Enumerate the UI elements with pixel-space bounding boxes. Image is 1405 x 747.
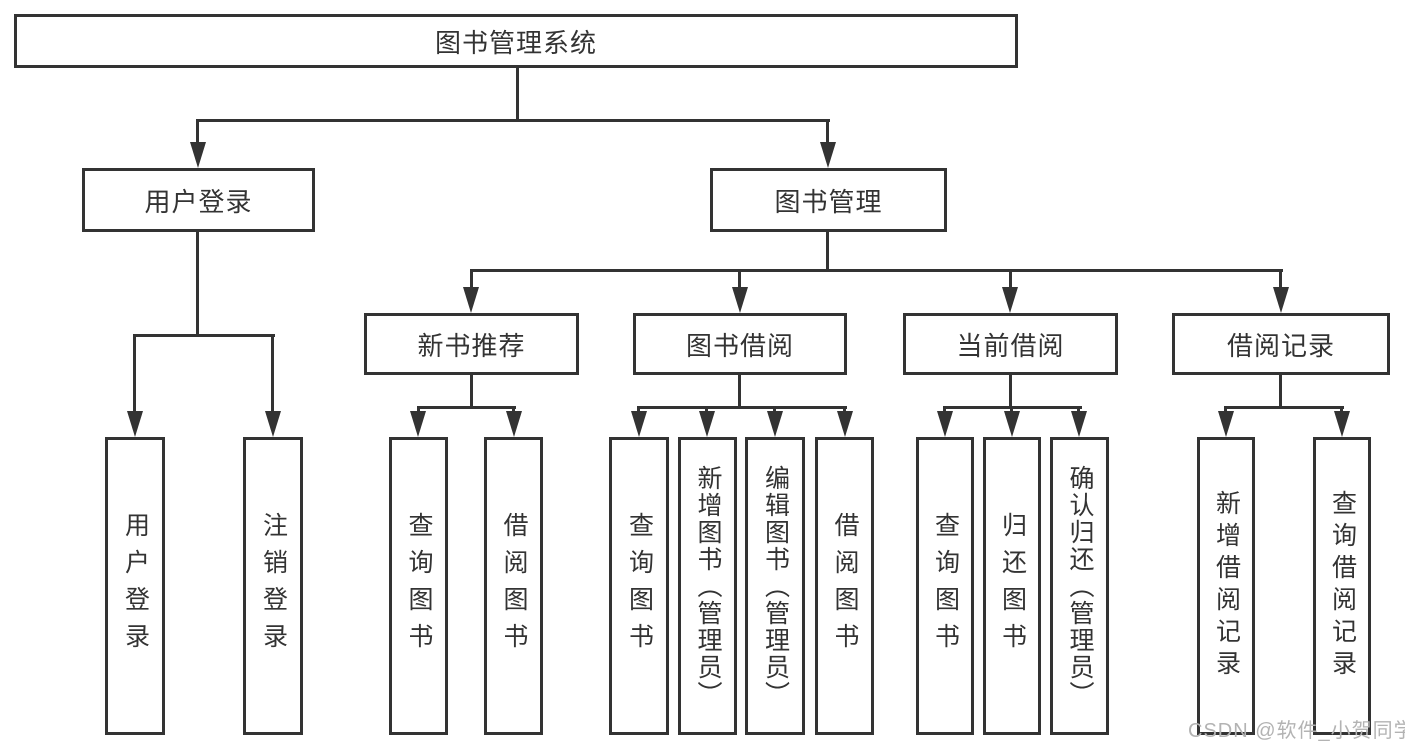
node-book-management-label: 图书管理 [774,186,883,217]
leaf-logout-label: 注销登录 [259,512,288,660]
arrowhead-icon [699,411,715,437]
arrowhead-icon [767,411,783,437]
node-root-label: 图书管理系统 [434,27,597,58]
leaf-confirm-return-admin: 确认归还（管理员） [1050,437,1109,735]
node-book-borrow: 图书借阅 [633,313,847,375]
leaf-add-borrow-record-label: 新增借阅记录 [1212,490,1241,682]
node-root: 图书管理系统 [14,14,1018,68]
node-book-borrow-label: 图书借阅 [685,330,794,361]
arrowhead-icon [1334,411,1350,437]
leaf-add-borrow-record: 新增借阅记录 [1197,437,1255,735]
node-new-book-recommend-label: 新书推荐 [417,330,526,361]
leaf-user-login: 用户登录 [105,437,165,735]
connector [637,406,847,409]
leaf-return-book: 归还图书 [983,437,1041,735]
node-borrow-records: 借阅记录 [1172,313,1390,375]
connector [738,375,741,409]
connector [470,269,473,294]
arrowhead-icon [837,411,853,437]
connector [271,334,274,416]
node-book-management: 图书管理 [710,168,947,232]
leaf-query-borrow-record: 查询借阅记录 [1313,437,1371,735]
arrowhead-icon [732,287,748,313]
arrowhead-icon [410,411,426,437]
csdn-watermark: CSDN @软件_小贺同学 [1188,720,1405,742]
leaf-current-query-book-label: 查询图书 [931,512,960,660]
arrowhead-icon [820,142,836,168]
connector [196,232,199,337]
connector [826,232,829,272]
leaf-borrow-book-label: 借阅图书 [831,512,859,660]
leaf-new-borrow-book: 借阅图书 [484,437,543,735]
leaf-add-book-admin-label: 新增图书（管理员） [694,464,722,708]
arrowhead-icon [937,411,953,437]
arrowhead-icon [1273,287,1289,313]
arrowhead-icon [631,411,647,437]
leaf-new-query-book: 查询图书 [389,437,448,735]
arrowhead-icon [265,411,281,437]
arrowhead-icon [1002,287,1018,313]
arrowhead-icon [1218,411,1234,437]
leaf-borrow-query-book: 查询图书 [609,437,669,735]
arrowhead-icon [127,411,143,437]
node-borrow-records-label: 借阅记录 [1226,330,1335,361]
connector [196,119,199,149]
connector [1009,269,1012,294]
arrowhead-icon [1004,411,1020,437]
node-new-book-recommend: 新书推荐 [364,313,579,375]
arrowhead-icon [1071,411,1087,437]
connector [470,269,1283,272]
arrowhead-icon [190,142,206,168]
connector [196,119,830,122]
connector [738,269,741,294]
node-current-borrow: 当前借阅 [903,313,1118,375]
connector [516,68,519,122]
connector [133,334,136,416]
leaf-add-book-admin: 新增图书（管理员） [678,437,737,735]
leaf-logout: 注销登录 [243,437,303,735]
connector [417,406,516,409]
leaf-borrow-book: 借阅图书 [815,437,874,735]
arrowhead-icon [506,411,522,437]
connector [133,334,275,337]
leaf-borrow-query-book-label: 查询图书 [625,512,654,660]
leaf-user-login-label: 用户登录 [121,512,150,660]
connector [1224,406,1344,409]
leaf-return-book-label: 归还图书 [998,512,1027,660]
connector [470,375,473,409]
node-current-borrow-label: 当前借阅 [956,330,1065,361]
arrowhead-icon [463,287,479,313]
leaf-edit-book-admin: 编辑图书（管理员） [745,437,805,735]
leaf-current-query-book: 查询图书 [916,437,974,735]
connector [826,119,829,149]
leaf-edit-book-admin-label: 编辑图书（管理员） [761,464,790,708]
leaf-new-borrow-book-label: 借阅图书 [500,512,528,660]
leaf-new-query-book-label: 查询图书 [405,512,433,660]
node-user-login-label: 用户登录 [144,186,253,217]
leaf-confirm-return-admin-label: 确认归还（管理员） [1066,464,1094,708]
connector [1279,269,1282,294]
leaf-query-borrow-record-label: 查询借阅记录 [1328,490,1357,682]
node-user-login: 用户登录 [82,168,315,232]
connector [1279,375,1282,409]
connector [1009,375,1012,409]
